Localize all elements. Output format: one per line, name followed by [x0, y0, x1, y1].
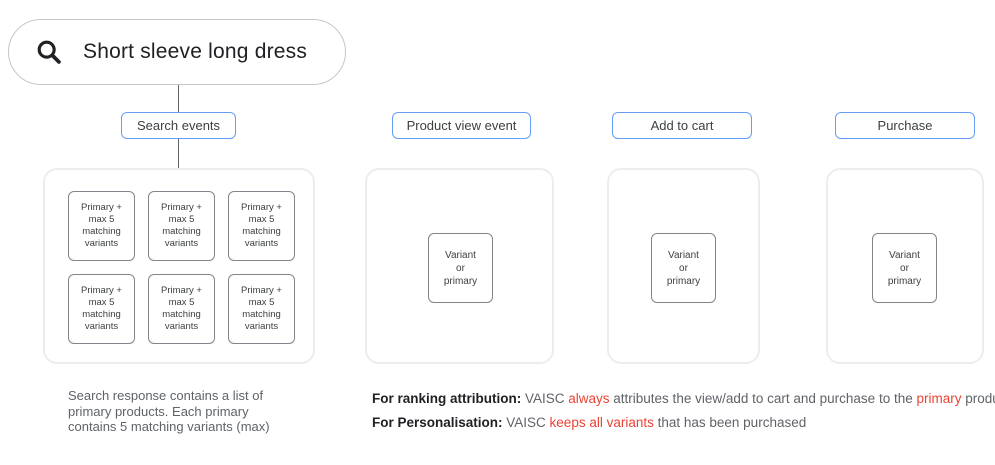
primary-product-box: Primary + max 5 matching variants — [68, 274, 135, 344]
event-label-text: Product view event — [406, 118, 517, 133]
search-events-container: Primary + max 5 matching variants Primar… — [43, 168, 315, 364]
highlight-keeps-all-variants: keeps all variants — [549, 415, 654, 430]
search-query-text: Short sleeve long dress — [83, 40, 308, 63]
caption-line: Search response contains a list of — [68, 388, 264, 403]
highlight-primary: primary — [916, 391, 962, 406]
caption-line: primary products. Each primary — [68, 403, 249, 419]
event-label-purchase: Purchase — [835, 112, 975, 139]
primary-product-box: Primary + max 5 matching variants — [228, 274, 295, 344]
primary-product-box: Primary + max 5 matching variants — [68, 191, 135, 261]
primary-product-box: Primary + max 5 matching variants — [148, 191, 215, 261]
event-label-add-to-cart: Add to cart — [612, 112, 752, 139]
variant-or-primary-box: Variant or primary — [872, 233, 937, 303]
event-label-product-view: Product view event — [392, 112, 531, 139]
purchase-container: Variant or primary — [826, 168, 984, 364]
primary-product-box: Primary + max 5 matching variants — [148, 274, 215, 344]
add-to-cart-container: Variant or primary — [607, 168, 760, 364]
personalisation-note-label: For Personalisation: — [372, 415, 503, 430]
personalisation-note: For Personalisation: VAISC keeps all var… — [372, 415, 807, 430]
connector-search-to-label — [178, 85, 179, 112]
search-response-caption: Search response contains a list of prima… — [68, 388, 270, 435]
search-bar: Short sleeve long dress — [8, 19, 346, 85]
event-label-search-events: Search events — [121, 112, 236, 139]
connector-label-to-container — [178, 139, 179, 168]
event-label-text: Search events — [136, 118, 221, 133]
ranking-note-label: For ranking attribution: — [372, 391, 522, 406]
event-label-text: Add to cart — [650, 118, 714, 133]
event-label-text: Purchase — [877, 118, 933, 133]
product-view-container: Variant or primary — [365, 168, 554, 364]
search-icon — [37, 40, 61, 64]
caption-line: contains 5 matching variants (max) — [68, 419, 270, 434]
highlight-always: always — [568, 391, 610, 406]
primary-product-box: Primary + max 5 matching variants — [228, 191, 295, 261]
variant-or-primary-box: Variant or primary — [651, 233, 716, 303]
variant-or-primary-box: Variant or primary — [428, 233, 493, 303]
ranking-attribution-note: For ranking attribution: VAISC always at… — [372, 391, 995, 406]
